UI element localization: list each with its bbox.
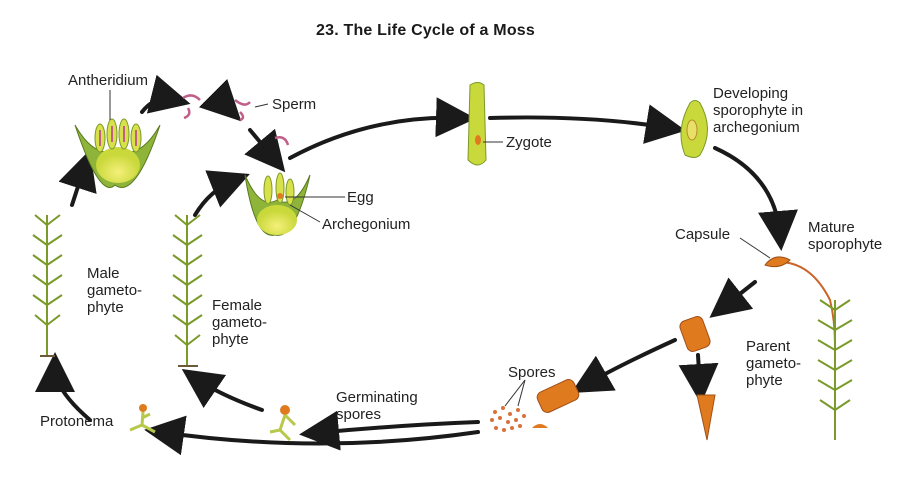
diagram-title: 23. The Life Cycle of a Moss (316, 22, 535, 39)
arrow-sperm-to-archegonium (244, 128, 286, 173)
arrow-male-to-antheridium (58, 149, 97, 207)
label-archegonium: Archegonium (322, 216, 411, 233)
sperm-illustration (182, 94, 290, 146)
label-germinating-spores: Germinating spores (336, 389, 418, 423)
arrow-developing-to-mature (713, 146, 798, 251)
label-protonema: Protonema (40, 413, 114, 430)
label-parent-gametophyte: Parent gameto- phyte (746, 338, 802, 389)
protonema-illustration (129, 404, 156, 434)
arrow-archegonium-to-zygote (288, 97, 476, 160)
label-female-gametophyte: Female gameto- phyte (212, 297, 268, 348)
spores-illustration (490, 379, 580, 432)
archegonium-illustration (244, 172, 345, 236)
male-gametophyte-illustration (32, 214, 63, 357)
arrow-zygote-to-developing (488, 104, 686, 144)
label-spores: Spores (508, 364, 556, 381)
arrow-spores-to-protonema (144, 415, 480, 456)
label-mature-sporophyte: Mature sporophyte (808, 219, 883, 253)
antheridium-illustration (74, 90, 161, 188)
arrow-capsule-to-open-capsule (709, 277, 757, 318)
developing-sporophyte-illustration (680, 100, 708, 158)
label-zygote: Zygote (506, 134, 552, 151)
label-male-gametophyte: Male gameto- phyte (87, 265, 143, 316)
label-sperm: Sperm (272, 96, 317, 113)
zygote-illustration (467, 82, 503, 166)
female-gametophyte-illustration (172, 214, 203, 367)
arrow-antheridium-to-sperm (140, 74, 191, 114)
label-egg: Egg (347, 189, 374, 206)
arrow-capsule-to-spores (571, 338, 677, 393)
arrow-spores-to-germinating (299, 410, 480, 451)
arrow-female-to-archegonium (193, 170, 250, 217)
germinating-spore-illustration (269, 405, 297, 442)
arrow-germinating-to-female (181, 369, 264, 412)
arrow-protonema-to-male (35, 352, 92, 422)
mature-sporophyte-illustration (739, 237, 853, 440)
arrow-sperm-to-sperm (198, 78, 242, 122)
arrow-capsule-to-lid (678, 353, 719, 404)
capsule-illustration (679, 316, 716, 441)
label-developing-sporophyte: Developing sporophyte in archegonium (713, 85, 804, 136)
label-antheridium: Antheridium (68, 72, 149, 89)
label-capsule: Capsule (675, 226, 731, 243)
